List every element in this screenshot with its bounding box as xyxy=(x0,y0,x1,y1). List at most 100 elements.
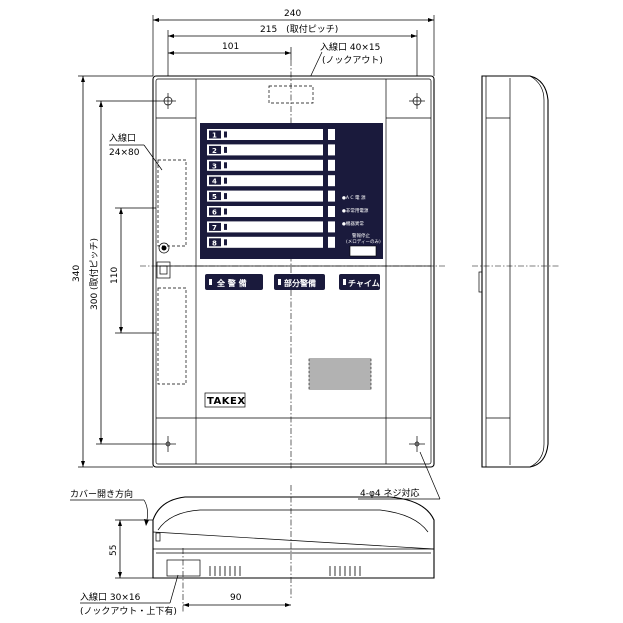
grille-slot xyxy=(308,386,372,390)
indicator-device-fault: ●機器異常 xyxy=(342,220,364,227)
grille-slot xyxy=(308,366,372,370)
bottom-view xyxy=(152,485,435,612)
zone-indicator xyxy=(328,129,335,140)
alarm-stop-button[interactable] xyxy=(349,245,377,257)
knockout-side-upper xyxy=(157,159,187,247)
stop-label-line1: 警報停止 xyxy=(352,232,370,239)
dim-55-label: 55 xyxy=(109,545,119,556)
side-view xyxy=(472,75,560,468)
cover-screw-icon xyxy=(158,242,170,254)
zone-bar xyxy=(207,190,323,202)
bottom-vents-right xyxy=(329,566,361,576)
mount-hole-tl xyxy=(160,93,176,109)
button-chime[interactable]: チャイム xyxy=(339,274,380,290)
zone-bar xyxy=(207,144,323,156)
knockout-side-lower xyxy=(157,287,187,385)
zone-bar xyxy=(207,159,323,171)
mount-hole-br xyxy=(409,436,425,452)
zone-number: 3 xyxy=(212,162,217,170)
button-full-arm[interactable]: 全 警 備 xyxy=(205,274,263,290)
zone-led xyxy=(224,208,227,215)
button-partial-arm[interactable]: 部分警備 xyxy=(274,274,325,290)
dim-101-label: 101 xyxy=(222,42,239,52)
callout-cover-open-label: カバー開き方向 xyxy=(70,488,133,500)
dim-55: 55 xyxy=(109,519,153,579)
indicator-ac-power: ●A C 電 源 xyxy=(342,194,366,201)
stop-label-line2: (メロディーのみ) xyxy=(346,238,381,245)
button-chime-label: チャイム xyxy=(348,279,380,288)
speaker-grille xyxy=(308,358,372,390)
zone-number-box xyxy=(209,222,221,231)
bottom-vents-left xyxy=(209,566,241,576)
zone-number: 2 xyxy=(212,147,217,155)
grille-slot xyxy=(308,358,372,362)
left-dimensions: 340 300 (取付ピッチ) 110 xyxy=(72,75,160,468)
zone-led xyxy=(224,146,227,153)
callout-entry-bottom-line1: 入線口 30×16 xyxy=(80,591,141,603)
callout-entry-top-line2: (ノックアウト) xyxy=(322,55,383,66)
zone-row: 2 xyxy=(207,144,335,156)
callout-entry-side-line2: 24×80 xyxy=(109,148,140,158)
brand-logo: TAKEX xyxy=(207,396,246,407)
zone-number: 4 xyxy=(212,178,217,186)
callout-screw: 4-φ4 ネジ対応 xyxy=(358,451,441,500)
dim-300-label: 300 (取付ピッチ) xyxy=(89,238,100,310)
zone-number: 1 xyxy=(212,132,217,140)
callout-screw-label: 4-φ4 ネジ対応 xyxy=(360,487,420,499)
button-full-arm-label: 全 警 備 xyxy=(216,278,247,288)
zone-rows: 1 2 3 4 5 6 7 8 xyxy=(207,129,335,248)
cover-latch xyxy=(156,261,171,279)
zone-indicator xyxy=(328,236,335,248)
dim-90: 90 xyxy=(183,593,291,607)
zone-row: 1 xyxy=(207,129,335,140)
zone-bar xyxy=(207,206,323,217)
knockout-bottom xyxy=(166,559,201,577)
zone-bar xyxy=(207,129,323,140)
indicator-emergency-power: ●非常用電源 xyxy=(342,207,369,214)
button-partial-arm-label: 部分警備 xyxy=(284,278,316,288)
zone-number-box xyxy=(209,176,221,185)
zone-bar xyxy=(207,175,323,187)
dim-110-label: 110 xyxy=(110,267,120,284)
callout-entry-top-line1: 入線口 40×15 xyxy=(320,41,380,53)
callout-entry-bottom: 入線口 30×16 (ノックアウト・上下有) xyxy=(80,574,179,617)
zone-number-box xyxy=(209,145,221,154)
zone-row: 7 xyxy=(207,221,335,233)
zone-number-box xyxy=(209,192,221,201)
zone-number-box xyxy=(209,130,221,139)
zone-led xyxy=(224,131,227,138)
brand-box xyxy=(204,392,246,408)
zone-led xyxy=(224,162,227,169)
zone-number: 6 xyxy=(212,209,217,217)
top-dimensions: 240 215 (取付ピッチ) 101 xyxy=(152,9,435,100)
zone-led xyxy=(224,177,227,184)
callout-entry-bottom-line2: (ノックアウト・上下有) xyxy=(80,605,177,617)
zone-number: 7 xyxy=(212,224,217,232)
zone-number: 5 xyxy=(212,193,217,201)
callout-entry-side: 入線口 24×80 xyxy=(109,132,163,171)
dim-240-label: 240 xyxy=(284,9,301,19)
callout-cover-open: カバー開き方向 xyxy=(70,488,149,526)
zone-bar xyxy=(207,236,323,248)
zone-indicator xyxy=(328,221,335,233)
zone-row: 6 xyxy=(207,206,335,217)
grille-slot xyxy=(308,362,372,366)
grille-slot xyxy=(308,378,372,382)
zone-led xyxy=(224,193,227,200)
zone-number-box xyxy=(209,207,221,216)
dim-90-label: 90 xyxy=(230,593,242,603)
front-view: 1 2 3 4 5 6 7 8 ●A C 電 源 ●非常用電源 ●機器異常 警報停止 (メロデ… xyxy=(140,60,445,470)
zone-row: 5 xyxy=(207,190,335,202)
zone-row: 3 xyxy=(207,159,335,171)
dim-340-label: 340 xyxy=(72,265,82,282)
zone-row: 8 xyxy=(207,236,335,248)
zone-indicator xyxy=(328,206,335,217)
zone-bar xyxy=(207,221,323,233)
dim-215-label: 215 (取付ピッチ) xyxy=(260,24,338,35)
mount-hole-tr xyxy=(409,93,425,109)
callout-entry-side-line1: 入線口 xyxy=(109,132,136,144)
zone-led xyxy=(224,239,227,246)
zone-indicator xyxy=(328,159,335,171)
zone-led xyxy=(224,223,227,230)
